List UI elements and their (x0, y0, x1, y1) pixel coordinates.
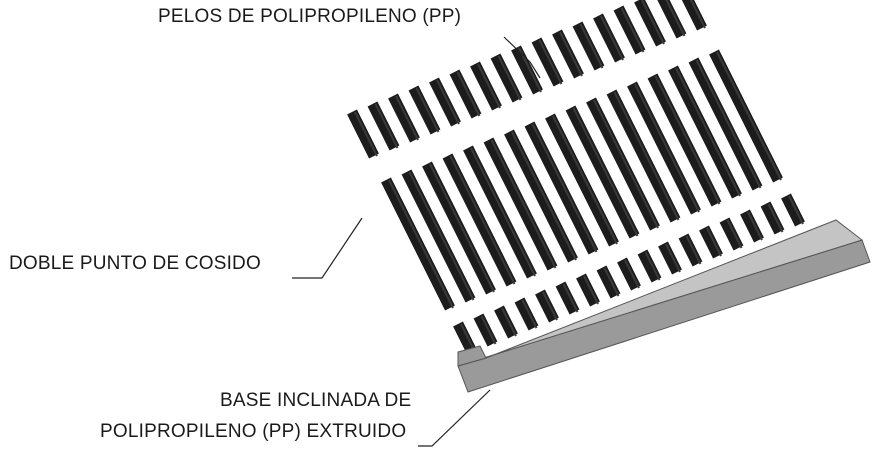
fiber-tuft-middle (627, 81, 701, 215)
fiber-tuft-base (494, 305, 518, 339)
fiber-tuft-top (367, 101, 400, 151)
fiber-tufts-lower-rows (453, 193, 805, 355)
fiber-tuft-middle (688, 57, 763, 191)
fiber-tuft-base (453, 321, 477, 355)
fiber-tuft-middle (463, 145, 537, 279)
fiber-tuft-middle (442, 153, 517, 287)
fiber-tuft-base (514, 297, 539, 331)
fiber-tuft-base (699, 225, 723, 259)
fiber-tuft-top (657, 0, 687, 39)
fiber-tuft-middle (381, 177, 455, 311)
fiber-tuft-base (719, 217, 744, 251)
label-double-stitch: DOBLE PUNTO DE COSIDO (9, 253, 261, 274)
fiber-tuft-top (681, 0, 707, 31)
fiber-tuft-top (552, 29, 584, 79)
fiber-tuft-top (634, 0, 666, 47)
fiber-tuft-top (613, 5, 646, 55)
fiber-tuft-top (408, 85, 441, 135)
label-base-line2: POLIPROPILENO (PP) EXTRUIDO (100, 421, 407, 442)
fiber-tuft-base (535, 289, 559, 323)
fiber-tuft-top (347, 109, 379, 159)
fiber-tuft-base (760, 201, 785, 235)
label-pp-fibers: PELOS DE POLIPROPILENO (PP) (158, 6, 462, 27)
fiber-tuft-base (637, 249, 662, 283)
fiber-tuft-middle (401, 169, 476, 303)
extruded-inclined-base (457, 219, 871, 393)
fiber-tuft-middle (668, 65, 742, 199)
fiber-tuft-top (572, 21, 605, 71)
fiber-tuft-middle (422, 161, 496, 295)
leader-lines (292, 36, 541, 447)
fiber-tuft-middle (709, 49, 783, 183)
leader-line-pelos (503, 36, 541, 79)
fiber-tuft-top (388, 93, 420, 143)
fiber-tuft-middle (647, 73, 722, 207)
fiber-tuft-base (678, 233, 703, 267)
fiber-tuft-middle (545, 113, 619, 247)
fiber-tuft-base (555, 281, 580, 315)
fiber-tuft-base (617, 257, 641, 291)
leader-line-doble (292, 217, 363, 279)
label-base-line1: BASE INCLINADA DE (220, 390, 412, 411)
fiber-tuft-top (429, 77, 461, 127)
fiber-tuft-base (658, 241, 682, 275)
leader-line-base (418, 389, 491, 447)
fiber-tuft-base (596, 265, 621, 299)
fiber-tuft-base (473, 313, 498, 347)
fiber-tuft-middle (565, 105, 640, 239)
fiber-tuft-top (449, 69, 482, 119)
fiber-tuft-middle (524, 121, 599, 255)
fiber-tuft-middle (483, 137, 558, 271)
fiber-tuft-top (490, 53, 523, 103)
fiber-tuft-top (593, 13, 625, 63)
fiber-tuft-base (576, 273, 600, 307)
fiber-tuft-top (531, 37, 564, 87)
base-lip (457, 345, 487, 367)
fiber-tufts-upper-rows (347, 0, 783, 311)
fiber-tuft-middle (606, 89, 681, 223)
fiber-tuft-top (470, 61, 502, 111)
fiber-tuft-base (740, 209, 764, 243)
fiber-tuft-top (511, 45, 543, 95)
fiber-tuft-middle (504, 129, 578, 263)
fiber-tuft-middle (586, 97, 660, 231)
fiber-tuft-base (781, 193, 805, 227)
